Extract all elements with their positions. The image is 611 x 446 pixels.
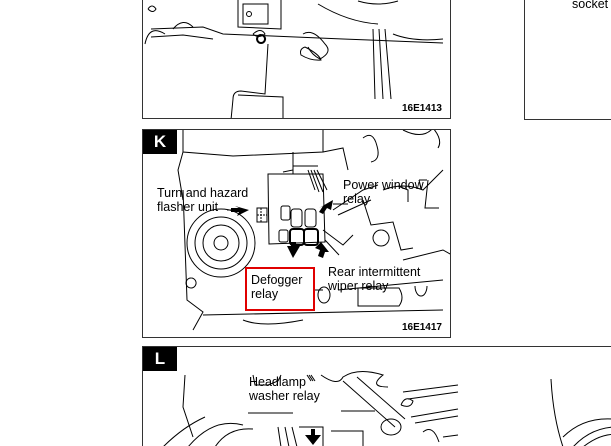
power-window-label-line1: Power window [343,178,424,192]
defogger-label-line1: Defogger [251,273,303,287]
arrow-rear-wiper [315,242,329,258]
highlight-box-defogger-relay [245,267,315,311]
figure-id: 16E1413 [401,103,442,114]
relay-location-illustration-l [163,371,611,446]
headlamp-washer-label-line2: washer relay [249,389,320,403]
rear-wiper-label-line2: wiper relay [328,279,389,293]
arrow-turn-hazard [231,206,249,216]
arrow-defogger [287,242,300,258]
panel-letter-k: K [143,130,177,154]
figure-id: 16E1417 [401,322,442,333]
relay-location-illustration-k [177,130,450,331]
figure-panel-k: K Turn and hazard flasher unit Power win… [142,129,451,338]
panel-letter-l: L [143,347,177,371]
figure-panel-top: 16E1413 [142,0,451,119]
headlamp-washer-label-line1: Headlamp [249,375,306,389]
turn-hazard-label-line1: Turn and hazard [157,186,249,200]
rear-wiper-label-line1: Rear intermittent [328,265,421,279]
figure-panel-l: L Headlamp washer relay [142,346,611,446]
dashboard-illustration-top [144,0,444,118]
defogger-label-line2: relay [251,287,279,301]
arrow-headlamp-washer [305,429,321,445]
socket-label: socket [572,0,609,11]
turn-hazard-label-line2: flasher unit [157,200,219,214]
power-window-label-line2: relay [343,192,371,206]
figure-panel-top-right: socket [524,0,611,120]
arrow-power-window [319,200,333,214]
